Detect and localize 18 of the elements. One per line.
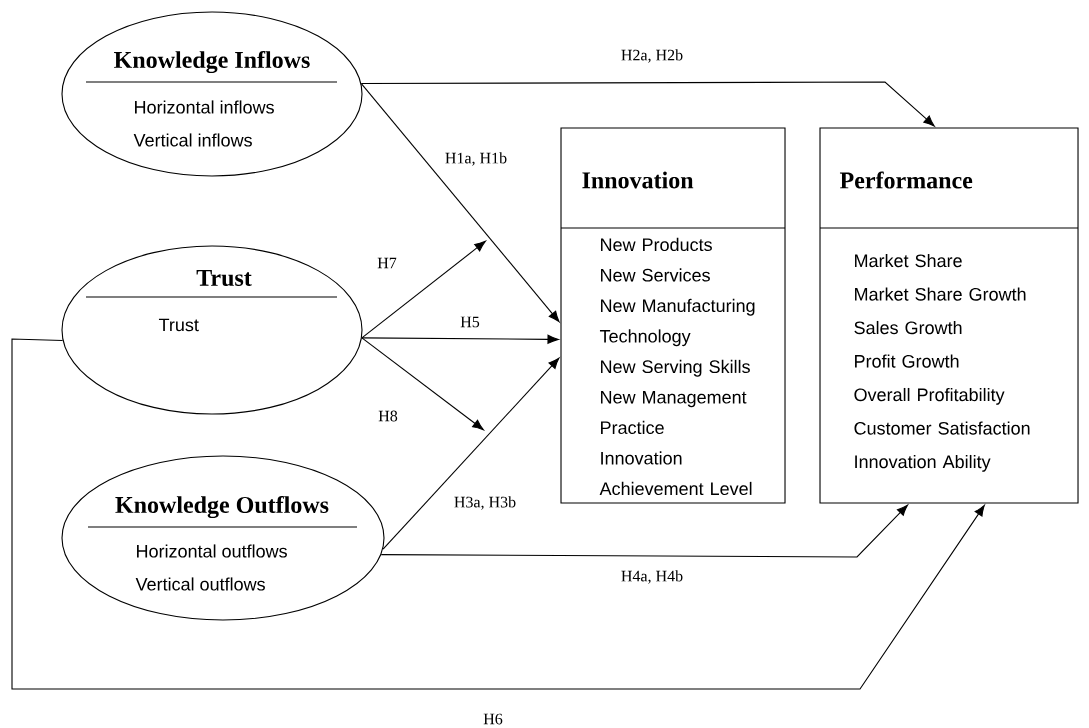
edge-label: H2a, H2b xyxy=(619,48,685,64)
arrow xyxy=(361,337,484,431)
edge-label: H4a, H4b xyxy=(619,569,685,585)
arrow xyxy=(380,504,909,558)
arrow xyxy=(382,357,560,550)
edge-label: H3a, H3b xyxy=(452,495,518,511)
construct-box: Innovation New Products New Services New Manufacturing Technology New Serving Skills New Management Practice Innovation Achievement Level xyxy=(560,127,786,504)
edge-label: H7 xyxy=(376,256,398,270)
edge-label: H6 xyxy=(482,712,504,726)
edge-label: H1a, H1b xyxy=(443,151,509,167)
edge-label: H8 xyxy=(377,409,399,423)
arrow xyxy=(360,83,560,323)
arrow xyxy=(361,240,486,339)
arrow xyxy=(360,81,935,127)
construct-box: Performance Market Share Market Share Growth Sales Growth Profit Growth Overall Profitability Customer Satisfaction Innovation Ability xyxy=(819,127,1079,504)
arrow xyxy=(361,334,559,344)
edge-label: H5 xyxy=(459,315,481,329)
arrow xyxy=(11,338,985,690)
